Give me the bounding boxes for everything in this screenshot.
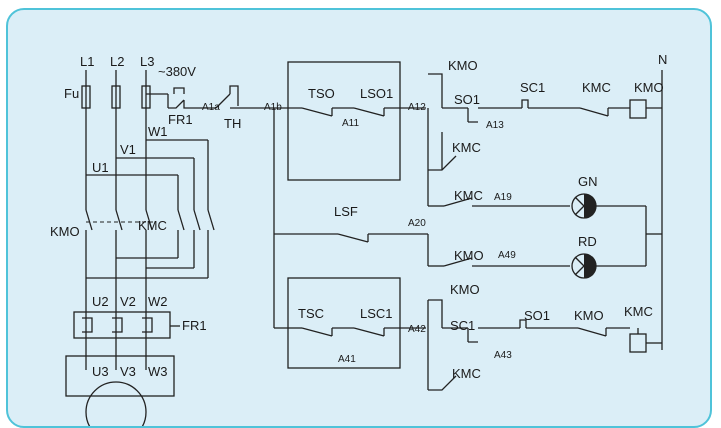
label-a11: A11 <box>342 118 359 129</box>
label-l3: L3 <box>140 54 154 69</box>
label-rd: RD <box>578 234 597 249</box>
label-tsc: TSC <box>298 306 324 321</box>
label-w3: W3 <box>148 364 168 379</box>
label-so1-top: SO1 <box>454 92 480 107</box>
label-th: TH <box>224 116 241 131</box>
label-kmc-top: KMC <box>582 80 611 95</box>
label-kmo-a49: KMO <box>454 248 484 263</box>
labels: L1 L2 L3 Fu ~380V FR1 A1a TH A1b W1 V1 U… <box>50 52 667 381</box>
label-sc1-bot: SC1 <box>450 318 475 333</box>
label-a43: A43 <box>494 350 512 361</box>
label-kmo-top: KMO <box>448 58 478 73</box>
label-a49: A49 <box>498 250 516 261</box>
motor <box>85 381 147 426</box>
label-tso: TSO <box>308 86 335 101</box>
diagram-frame: L1 L2 L3 Fu ~380V FR1 A1a TH A1b W1 V1 U… <box>6 8 712 428</box>
label-v3: V3 <box>120 364 136 379</box>
motor-terminal-box <box>65 355 175 397</box>
label-kmo-bot2: KMO <box>574 308 604 323</box>
label-u2: U2 <box>92 294 109 309</box>
label-u1: U1 <box>92 160 109 175</box>
label-lso1: LSO1 <box>360 86 393 101</box>
kmo-coil <box>629 99 647 119</box>
thermal-relay-fr1 <box>73 311 171 339</box>
label-kmc-a19: KMC <box>452 140 481 155</box>
gn-lamp-fill <box>584 194 596 218</box>
label-kmc-bottom: KMC <box>452 366 481 381</box>
label-kmo-bot: KMO <box>450 282 480 297</box>
label-a1b: A1b <box>264 102 282 113</box>
label-a13: A13 <box>486 120 504 131</box>
label-lsc1: LSC1 <box>360 306 393 321</box>
label-l1: L1 <box>80 54 94 69</box>
label-u3: U3 <box>92 364 109 379</box>
label-a42: A42 <box>408 324 426 335</box>
fuse-l3 <box>141 85 151 109</box>
label-voltage: ~380V <box>158 64 196 79</box>
label-fr1: FR1 <box>168 112 193 127</box>
control-circuit-diagram: L1 L2 L3 Fu ~380V FR1 A1a TH A1b W1 V1 U… <box>50 52 667 426</box>
label-kmc-a19b: KMC <box>454 188 483 203</box>
label-a12: A12 <box>408 102 426 113</box>
label-l2: L2 <box>110 54 124 69</box>
label-gn: GN <box>578 174 598 189</box>
label-v2: V2 <box>120 294 136 309</box>
label-a41: A41 <box>338 354 356 365</box>
label-kmo-coil: KMO <box>634 80 664 95</box>
label-so1-bot: SO1 <box>524 308 550 323</box>
label-w2: W2 <box>148 294 168 309</box>
fuse-l1 <box>81 85 91 109</box>
control-circuit <box>168 61 663 391</box>
label-kmo-main: KMO <box>50 224 80 239</box>
label-w1: W1 <box>148 124 168 139</box>
rd-lamp-fill <box>584 254 596 278</box>
kmc-coil <box>629 333 647 353</box>
label-a19: A19 <box>494 192 512 203</box>
label-fu: Fu <box>64 86 79 101</box>
fuse-l2 <box>111 85 121 109</box>
label-kmc-coil: KMC <box>624 304 653 319</box>
label-n: N <box>658 52 667 67</box>
label-lsf: LSF <box>334 204 358 219</box>
label-kmc-main: KMC <box>138 218 167 233</box>
kmo-main-contacts <box>85 209 153 231</box>
kmc-main-contacts <box>177 209 215 231</box>
label-a1a: A1a <box>202 102 220 113</box>
label-sc1-top: SC1 <box>520 80 545 95</box>
label-v1: V1 <box>120 142 136 157</box>
label-a20: A20 <box>408 218 426 229</box>
power-circuit <box>65 70 215 426</box>
label-fr1-relay: FR1 <box>182 318 207 333</box>
